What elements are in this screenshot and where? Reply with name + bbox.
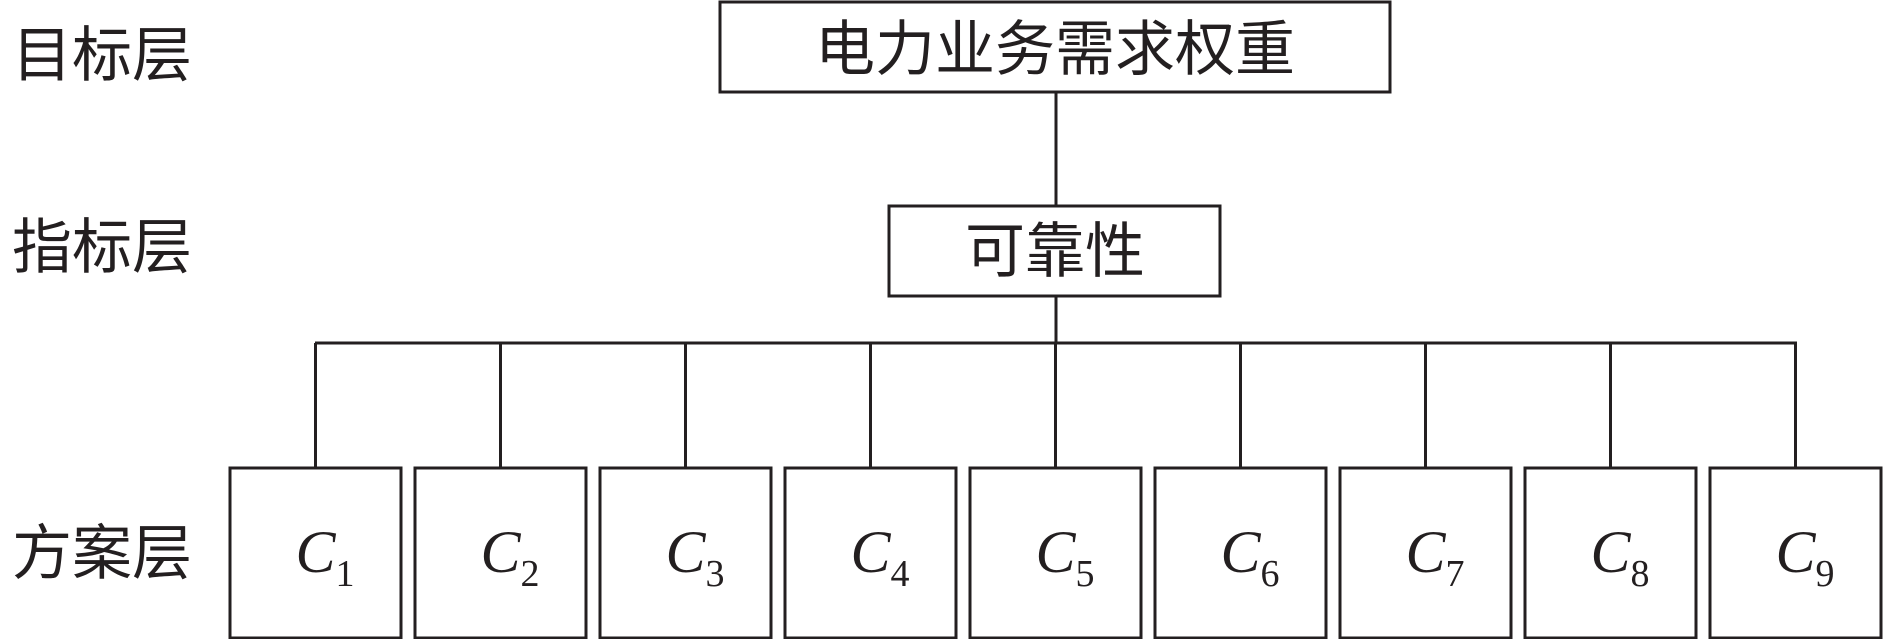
connector-drops — [314, 343, 1797, 468]
level-label-indicator: 指标层 — [12, 213, 192, 283]
alternative-node-3: C3 — [598, 466, 773, 639]
indicator-label: 可靠性 — [965, 217, 1145, 287]
alternative-label: C7 — [1406, 519, 1465, 595]
alternative-label: C5 — [1036, 519, 1095, 595]
alternative-label: C9 — [1776, 519, 1835, 595]
goal-label: 电力业务需求权重 — [815, 15, 1295, 85]
level-label-alternative: 方案层 — [12, 519, 192, 589]
alternative-node-6: C6 — [1153, 466, 1328, 639]
alternative-box — [413, 466, 588, 639]
indicator-node: 可靠性 — [887, 204, 1222, 298]
alternative-node-9: C9 — [1708, 466, 1883, 639]
alternative-nodes: C1 C2 C3 C4 C5 C6 C7 C8 C9 — [228, 466, 1883, 639]
alternative-label: C4 — [851, 519, 910, 595]
alternative-box — [1708, 466, 1883, 639]
alternative-box — [1523, 466, 1698, 639]
alternative-box — [1338, 466, 1513, 639]
alternative-node-2: C2 — [413, 466, 588, 639]
alternative-box — [783, 466, 958, 639]
goal-box — [718, 0, 1392, 94]
alternative-label: C6 — [1221, 519, 1280, 595]
alternative-box — [1153, 466, 1328, 639]
alternative-box — [228, 466, 403, 639]
alternative-node-4: C4 — [783, 466, 958, 639]
alternative-node-8: C8 — [1523, 466, 1698, 639]
alternative-label: C2 — [481, 519, 540, 595]
indicator-box — [887, 204, 1222, 298]
alternative-box — [598, 466, 773, 639]
alternative-box — [968, 466, 1143, 639]
alternative-label: C8 — [1591, 519, 1650, 595]
level-label-goal: 目标层 — [12, 21, 192, 91]
alternative-node-5: C5 — [968, 466, 1143, 639]
alternative-node-1: C1 — [228, 466, 403, 639]
alternative-label: C1 — [296, 519, 355, 595]
alternative-label: C3 — [666, 519, 725, 595]
alternative-node-7: C7 — [1338, 466, 1513, 639]
goal-node: 电力业务需求权重 — [718, 0, 1392, 94]
